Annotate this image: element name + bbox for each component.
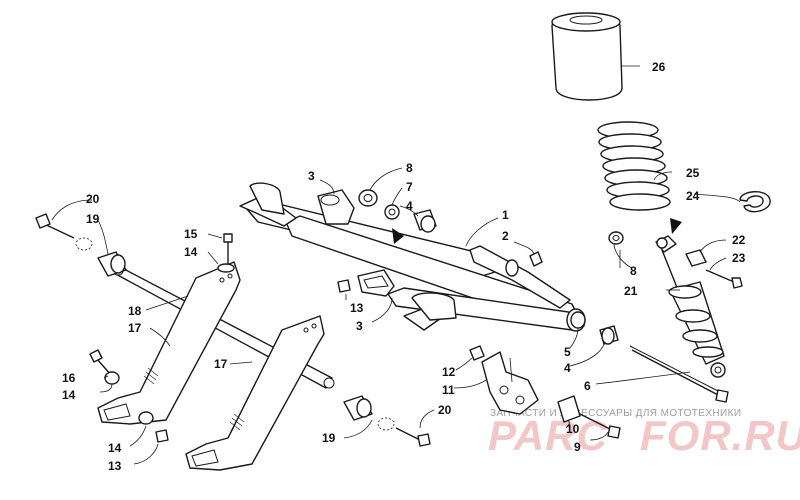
part-3-bumper-bottom: [357, 269, 395, 297]
callout-17-right: 17: [214, 357, 228, 371]
part-12-nut: [469, 345, 485, 361]
callout-21: 21: [624, 284, 638, 298]
callout-15: 15: [184, 227, 198, 241]
callout-8-right: 8: [630, 264, 637, 278]
part-20-bolt-left: [35, 213, 93, 251]
part-1-swing-arm: [239, 182, 586, 332]
direction-arrow-left: [392, 228, 404, 244]
callout-23: 23: [732, 251, 746, 265]
part-14-washer-mid: [104, 371, 120, 385]
part-26-bump-boot: [551, 12, 623, 101]
callout-14-mid: 14: [62, 388, 76, 402]
part-15-screw: [223, 233, 233, 264]
callout-13-top: 13: [350, 301, 364, 315]
callout-2: 2: [502, 229, 509, 243]
callout-1: 1: [502, 208, 509, 222]
watermark-brand-left: PARC: [488, 412, 608, 459]
callout-12: 12: [442, 365, 456, 379]
callout-20-right: 20: [438, 403, 452, 417]
part-7-gear-washer: [384, 204, 400, 220]
callout-17-left: 17: [128, 321, 142, 335]
direction-arrow-right: [670, 218, 682, 234]
part-2-grease-fitting: [529, 251, 543, 267]
part-11-bracket: [481, 351, 539, 415]
part-9-bolt: [579, 413, 621, 439]
part-10-sleeve: [557, 395, 581, 423]
callout-6: 6: [584, 379, 591, 393]
callout-14-top: 14: [184, 245, 198, 259]
callout-26: 26: [652, 60, 666, 74]
watermark: ЗАПЧАСТИ И АКСЕССУАРЫ ДЛЯ МОТОТЕХНИКИ PA…: [488, 408, 800, 459]
callout-22: 22: [732, 233, 746, 247]
callout-25: 25: [686, 166, 700, 180]
callout-18: 18: [128, 304, 142, 318]
callout-3-top: 3: [308, 169, 315, 183]
part-21-shock-absorber: [655, 235, 726, 378]
watermark-brand-right: FOR.RU: [640, 412, 800, 459]
callout-14-low: 14: [108, 441, 122, 455]
part-8-bushing-right: [608, 231, 624, 245]
part-13-nut-top: [337, 279, 351, 293]
part-5-bushing-right: [570, 311, 586, 329]
part-19-bushing-left: [97, 251, 127, 277]
part-3-bumper-top: [317, 189, 355, 225]
callout-10: 10: [566, 422, 580, 436]
callout-19-left: 19: [86, 212, 100, 226]
callout-4-right: 4: [564, 361, 571, 375]
part-19-bushing-right: [343, 395, 373, 421]
watermark-tagline: ЗАПЧАСТИ И АКСЕССУАРЫ ДЛЯ МОТОТЕХНИКИ: [490, 408, 741, 419]
callout-9: 9: [574, 440, 581, 454]
callout-5: 5: [564, 345, 571, 359]
part-13-nut-low: [155, 429, 169, 443]
callout-labels: 26 25 24 22 23 8 21 8 7 4 3 1 2 20 19 15…: [62, 60, 746, 473]
callout-13-low: 13: [108, 459, 122, 473]
part-6-long-bolt: [629, 345, 729, 403]
callout-19-right: 19: [322, 431, 336, 445]
part-4-bushing-right: [599, 325, 619, 345]
part-23-bolt: [705, 269, 743, 289]
part-17-arm-left: [97, 261, 241, 425]
callout-7: 7: [406, 180, 413, 194]
leader-lines: [51, 65, 741, 465]
part-25-coil-spring: [597, 121, 671, 211]
part-17-arm-right: [185, 315, 325, 471]
callout-3-bottom: 3: [356, 319, 363, 333]
callout-4-top: 4: [406, 199, 413, 213]
part-20-bolt-right: [377, 417, 431, 447]
callout-20-left: 20: [86, 192, 100, 206]
part-22-sleeve: [685, 249, 707, 267]
callout-16: 16: [62, 371, 76, 385]
part-14-washer-low: [138, 411, 154, 425]
callout-11: 11: [442, 383, 455, 397]
part-24-spring-clip: [739, 191, 771, 213]
part-4-bushing-top: [413, 209, 437, 233]
part-14-washer-top: [217, 263, 235, 273]
callout-8-top: 8: [406, 161, 413, 175]
part-8-bushing-top: [358, 189, 378, 207]
callout-24: 24: [686, 189, 700, 203]
